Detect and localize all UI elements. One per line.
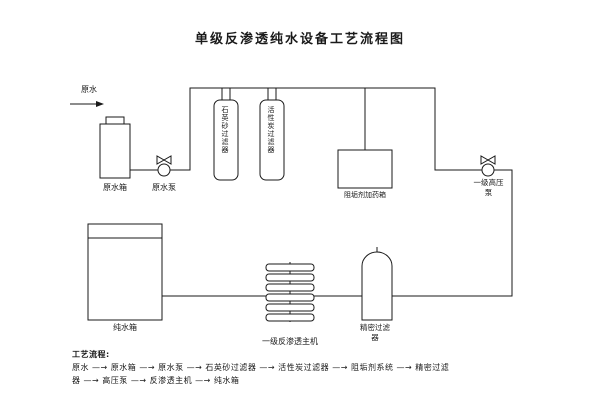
raw-water-pump-icon <box>156 155 172 177</box>
process-flow-line-2: 器 —→ 高压泵 —→ 反渗透主机 —→ 纯水箱 <box>72 376 240 385</box>
pipe-network <box>130 87 513 297</box>
precision-filter-shape <box>361 247 393 321</box>
pure-water-tank-label: 纯水箱 <box>113 323 137 332</box>
ro-unit-label: 一级反渗透主机 <box>262 337 318 346</box>
raw-water-tank-label: 原水箱 <box>103 183 127 192</box>
precision-filter-label: 精密过滤器 <box>360 323 390 342</box>
diagram-title: 单级反渗透纯水设备工艺流程图 <box>194 32 405 47</box>
antiscalant-tank-shape <box>337 149 393 189</box>
ro-unit-shape <box>265 262 315 322</box>
raw-water-label: 原水 <box>81 85 97 94</box>
antiscalant-tank-label: 阻垢剂加药箱 <box>344 191 386 199</box>
quartz-sand-filter-shape <box>213 87 239 181</box>
pure-water-tank-shape <box>87 223 163 321</box>
high-pressure-pump-label: 一级高压泵 <box>473 178 504 197</box>
process-flow-line-1: 原水 —→ 原水箱 —→ 原水泵 —→ 石英砂过滤器 —→ 活性炭过滤器 —→ … <box>72 363 450 372</box>
activated-carbon-filter-label: 活性炭过滤器 <box>267 106 275 154</box>
raw-water-arrow-icon <box>70 101 104 107</box>
activated-carbon-filter-shape <box>259 87 285 181</box>
high-pressure-pump-icon <box>480 155 496 177</box>
raw-water-pump-label: 原水泵 <box>152 183 176 192</box>
quartz-sand-filter-label: 石英砂过滤器 <box>221 106 229 154</box>
raw-water-tank-shape <box>99 116 131 179</box>
process-flow-heading: 工艺流程: <box>72 350 110 359</box>
